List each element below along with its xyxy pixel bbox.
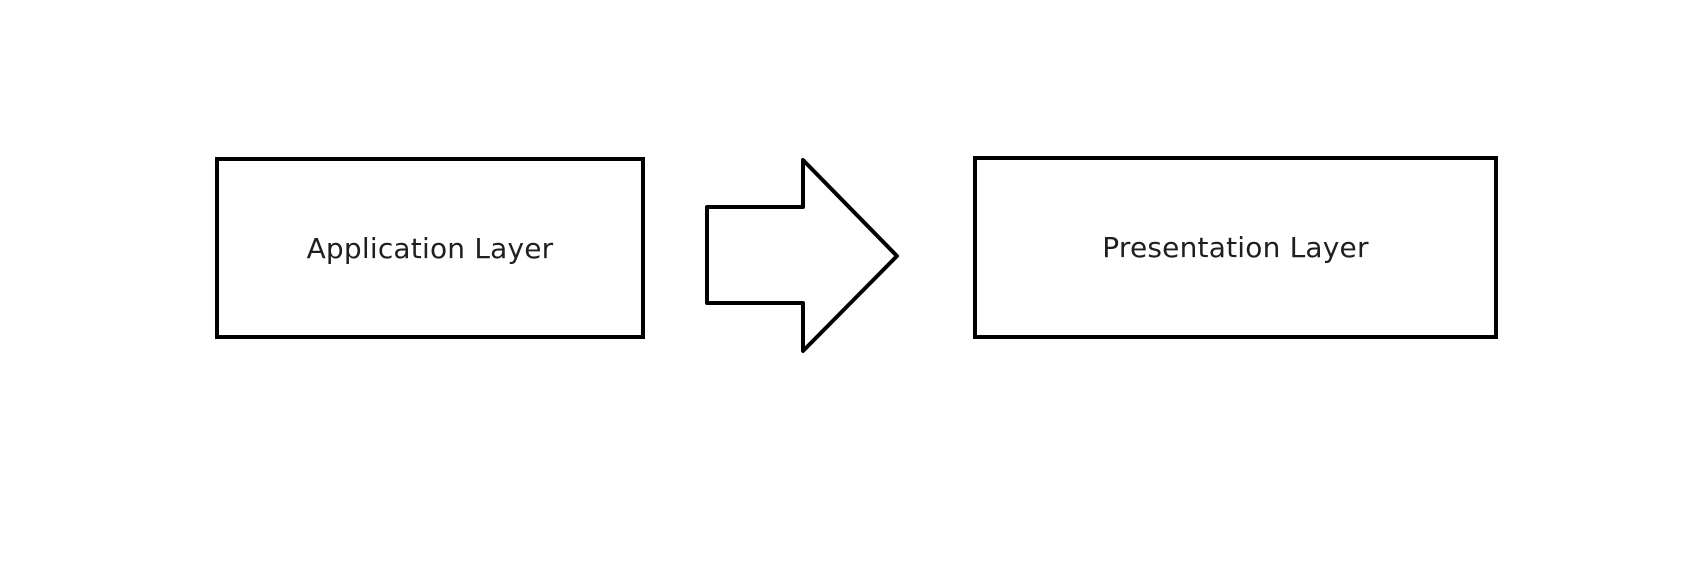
arrow-shape (705, 158, 899, 353)
presentation-layer-box: Presentation Layer (973, 156, 1498, 339)
presentation-layer-label: Presentation Layer (1102, 231, 1369, 264)
right-arrow-icon (705, 158, 899, 353)
application-layer-box: Application Layer (215, 157, 645, 339)
application-layer-label: Application Layer (306, 231, 554, 265)
